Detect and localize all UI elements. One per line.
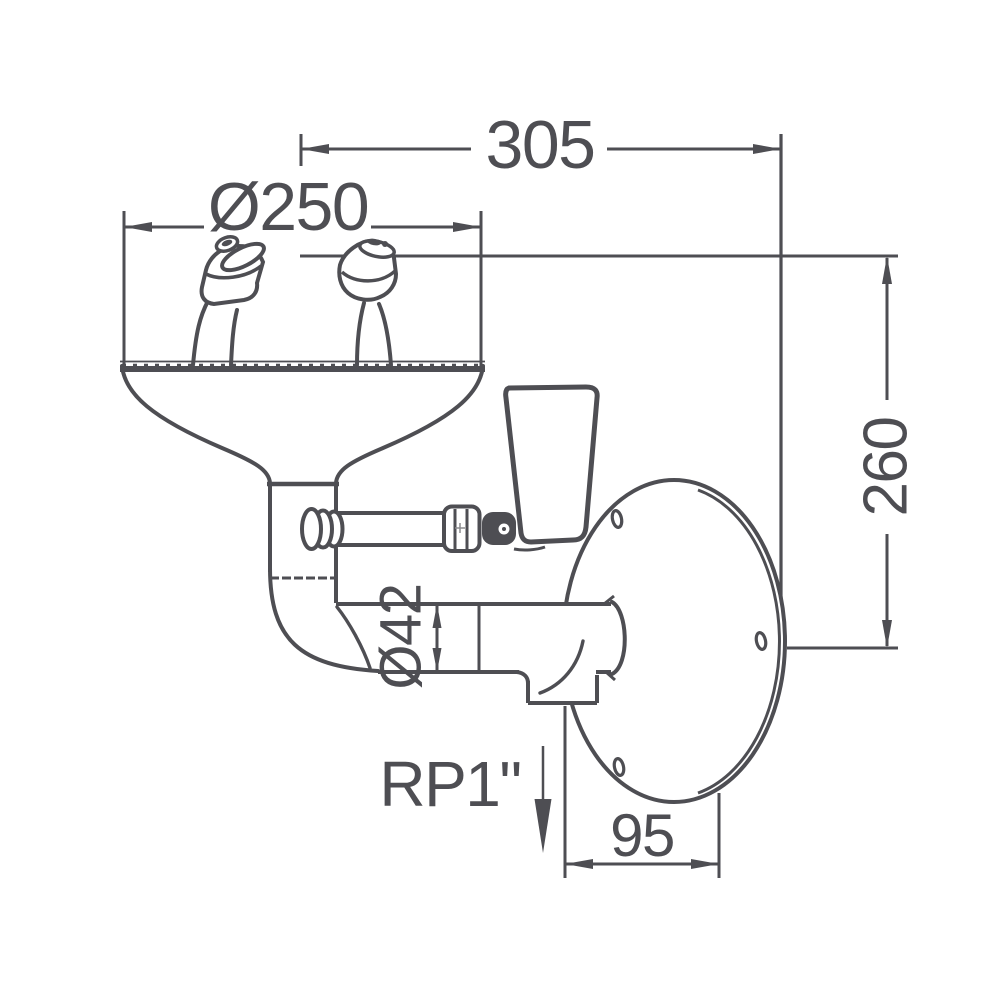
left-head-cap [220, 241, 266, 273]
pipe-end-cap [610, 600, 627, 676]
dim-label-bowl-diameter: Ø250 [208, 169, 368, 245]
elbow-inner-seam [335, 605, 372, 670]
dim-label-drain-thread: RP1" [379, 748, 520, 820]
arrow-left-icon [565, 859, 593, 869]
arrow-left-icon [301, 144, 329, 154]
arrow-down-icon [432, 648, 442, 672]
coupling-ring-1 [300, 507, 323, 551]
mounting-plate [561, 478, 787, 804]
dimension-overall-height [787, 256, 898, 650]
dim-label-overall-height: 260 [852, 418, 921, 517]
spray-head-left [191, 235, 266, 367]
drain-thread-callout [534, 746, 552, 853]
dim-label-pipe-diameter: Ø42 [369, 584, 434, 689]
right-head-band [340, 269, 397, 283]
outlet-elbow-seam [538, 639, 585, 695]
left-head-band [205, 264, 263, 280]
elbow-outer-curve [268, 566, 380, 673]
spray-head-right [337, 238, 399, 367]
arrow-right-icon [753, 144, 781, 154]
right-head-nub [367, 238, 381, 246]
dimension-overall-width [299, 134, 781, 166]
flow-arrow-down-icon [534, 799, 552, 853]
handle-paddle [503, 384, 600, 545]
dimension-pipe-diameter [432, 604, 442, 672]
arrow-left-icon [124, 222, 152, 232]
dimension-bowl-diameter [122, 211, 483, 366]
supply-pipe [300, 504, 482, 553]
arrow-up-icon [432, 604, 442, 628]
arrow-down-icon [882, 620, 892, 648]
valve-handle [503, 384, 600, 552]
bowl-left-profile [120, 364, 272, 485]
dimension-drain-offset [563, 706, 721, 878]
screw-hole-bottom [612, 757, 626, 777]
arrow-right-icon [691, 859, 719, 869]
dim-label-drain-offset: 95 [610, 802, 674, 869]
screw-hole-right [754, 631, 768, 651]
arrow-up-icon [882, 256, 892, 284]
screw-hole-top [610, 509, 624, 529]
drain-horizontal-fill [336, 603, 616, 673]
valve-knob [482, 512, 516, 545]
mounting-plate-rim [697, 488, 781, 795]
dim-label-overall-width: 305 [486, 107, 595, 183]
background-reference-lines [300, 134, 898, 600]
arrow-right-icon [453, 222, 481, 232]
eyewash-bowl [120, 360, 485, 487]
bowl-right-profile [334, 364, 485, 485]
